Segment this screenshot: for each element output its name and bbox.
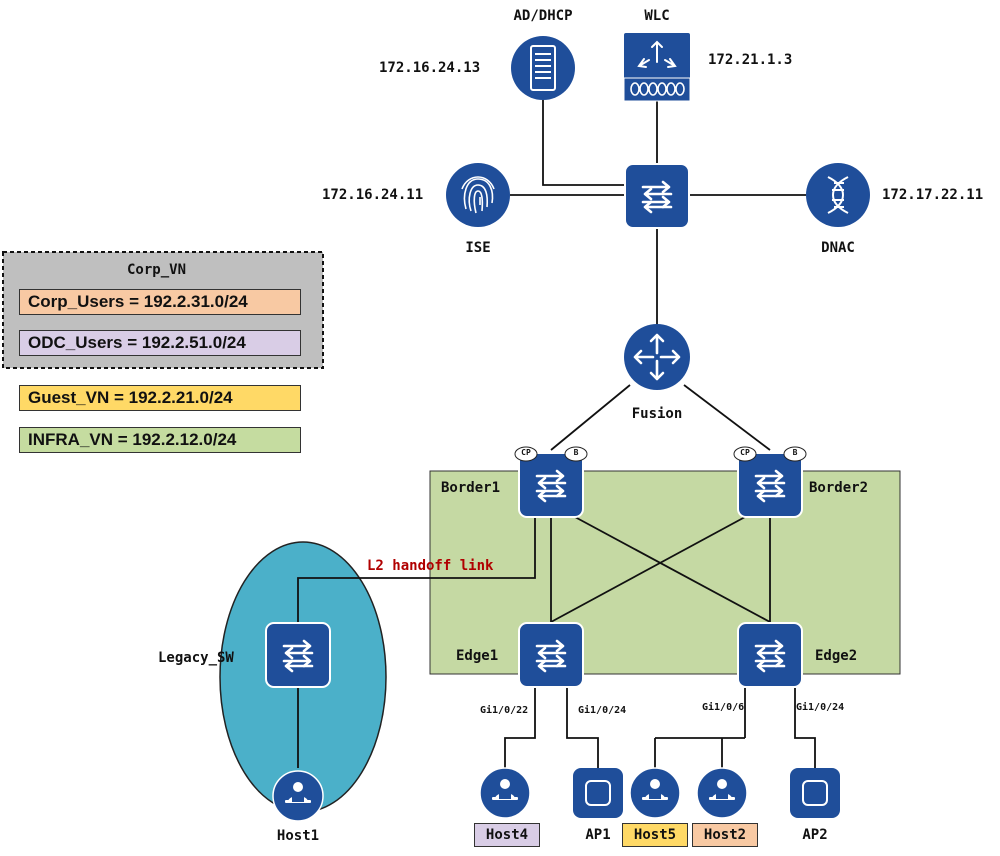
host2-icon (696, 767, 748, 819)
host5-icon (629, 767, 681, 819)
edge1-port-host4: Gi1/0/22 (480, 705, 529, 716)
host5-label: Host5 (622, 823, 688, 847)
border2-b-label: B (792, 448, 798, 457)
border1-b-label: B (573, 448, 579, 457)
edge2-port-hosts: Gi1/0/6 (702, 702, 745, 713)
edge1-port-ap1: Gi1/0/24 (578, 705, 627, 716)
dnac-name: DNAC (821, 240, 855, 256)
border2-switch-icon (737, 452, 803, 518)
link-edge1-ap1 (566, 688, 599, 768)
wlc-name: WLC (644, 8, 670, 24)
core-switch-icon (624, 163, 690, 229)
link-ad-switch (542, 100, 625, 186)
ap1-icon (573, 768, 623, 818)
ap1-label: AP1 (585, 827, 611, 843)
border2-name: Border2 (809, 480, 869, 496)
fusion-name: Fusion (631, 406, 683, 422)
edge2-port-ap2: Gi1/0/24 (796, 702, 845, 713)
wireless-controller-icon (623, 33, 691, 102)
fabric-area (429, 470, 901, 675)
host1-icon (272, 770, 324, 822)
border2-cp-badge (733, 446, 757, 462)
ad-dhcp-ip: 172.16.24.13 (379, 60, 481, 76)
link-edge2-hosts (654, 688, 746, 768)
legend-guest-vn: Guest_VN = 192.2.21.0/24 (19, 385, 301, 411)
link-border2-edge1 (550, 516, 746, 623)
ad-dhcp-name: AD/DHCP (513, 8, 573, 24)
edge1-name: Edge1 (456, 648, 499, 664)
link-fusion-border2 (683, 384, 771, 451)
link-border1-edge2 (574, 516, 771, 623)
border1-name: Border1 (441, 480, 501, 496)
border2-b-badge (783, 446, 807, 462)
border1-cp-badge (514, 446, 538, 462)
ise-ip: 172.16.24.11 (322, 187, 424, 203)
server-icon (511, 36, 575, 100)
border1-cp-label: CP (521, 448, 531, 457)
legend-infra-vn: INFRA_VN = 192.2.12.0/24 (19, 427, 301, 453)
edge2-switch-icon (737, 622, 803, 688)
ap2-icon (790, 768, 840, 818)
link-l2-handoff (297, 517, 536, 622)
links (297, 100, 816, 768)
legacy-switch-icon (265, 622, 331, 688)
host4-label: Host4 (474, 823, 540, 847)
link-edge2-ap2 (794, 688, 816, 768)
wlc-ip: 172.21.1.3 (708, 52, 793, 68)
legend-corp-users: Corp_Users = 192.2.31.0/24 (19, 289, 301, 315)
l2-handoff-label: L2 handoff link (367, 558, 494, 574)
dna-helix-icon (806, 163, 870, 227)
router-icon (624, 324, 690, 390)
edge2-name: Edge2 (815, 648, 858, 664)
ise-name: ISE (465, 240, 491, 256)
border1-b-badge (564, 446, 588, 462)
edge1-switch-icon (518, 622, 584, 688)
ap2-label: AP2 (802, 827, 828, 843)
fingerprint-icon (446, 163, 510, 227)
host1-label: Host1 (276, 828, 320, 844)
link-fusion-border1 (550, 384, 631, 451)
border2-cp-label: CP (740, 448, 750, 457)
corp-vn-title: Corp_VN (127, 262, 187, 278)
border1-switch-icon (518, 452, 584, 518)
host2-label: Host2 (692, 823, 758, 847)
legacy-sw-name: Legacy_SW (158, 650, 234, 666)
dnac-ip: 172.17.22.11 (882, 187, 984, 203)
link-edge1-host4 (504, 688, 536, 768)
legend-odc-users: ODC_Users = 192.2.51.0/24 (19, 330, 301, 356)
host4-icon (479, 767, 531, 819)
